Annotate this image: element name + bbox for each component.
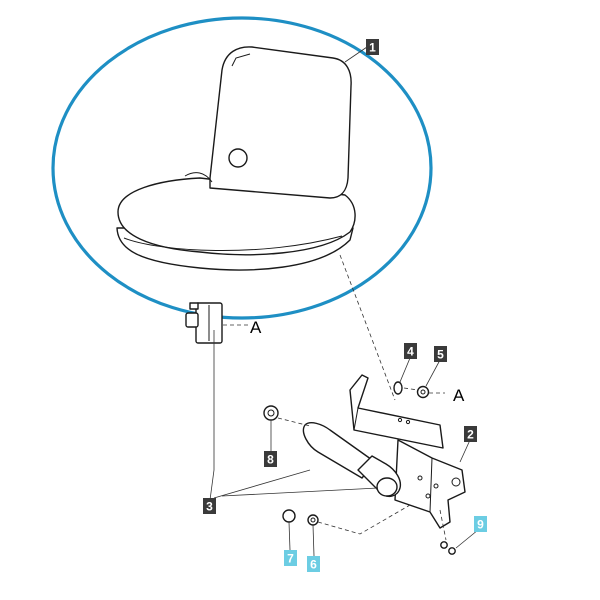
hinge-bracket-icon[interactable] (185, 302, 223, 344)
callout-4: 4 (404, 343, 417, 359)
seat-icon[interactable] (116, 46, 356, 271)
callout-5: 5 (434, 346, 447, 362)
callout-4-label: 4 (407, 345, 414, 359)
highlight-ellipse (51, 16, 433, 320)
nut-6-icon[interactable] (307, 514, 319, 526)
cap-8-icon[interactable] (263, 405, 279, 421)
callout-2-label: 2 (467, 428, 474, 442)
callout-6: 6 (307, 556, 320, 572)
washer-4-icon[interactable] (393, 381, 403, 395)
callout-7: 7 (284, 550, 297, 566)
seat-bracket-icon[interactable] (349, 374, 444, 449)
callout-2: 2 (464, 426, 477, 442)
callout-9-label: 9 (477, 518, 484, 532)
callout-8-label: 8 (267, 453, 274, 467)
callout-7-label: 7 (287, 552, 294, 566)
callout-8: 8 (264, 451, 277, 467)
callout-9: 9 (474, 516, 487, 532)
reference-letter-a-left: A (250, 318, 262, 337)
gas-strut-icon[interactable] (302, 422, 402, 498)
callout-1: 1 (366, 39, 379, 55)
callout-5-label: 5 (437, 348, 444, 362)
nut-5-icon[interactable] (416, 385, 430, 399)
cap-7-icon[interactable] (282, 509, 296, 523)
callout-1-label: 1 (369, 41, 376, 55)
mount-plate-icon[interactable] (394, 439, 466, 529)
callout-3-label: 3 (206, 500, 213, 514)
reference-letter-a-right: A (453, 386, 465, 405)
callout-6-label: 6 (310, 558, 317, 572)
nuts-9-icon[interactable] (440, 541, 456, 555)
callout-3: 3 (203, 498, 216, 514)
